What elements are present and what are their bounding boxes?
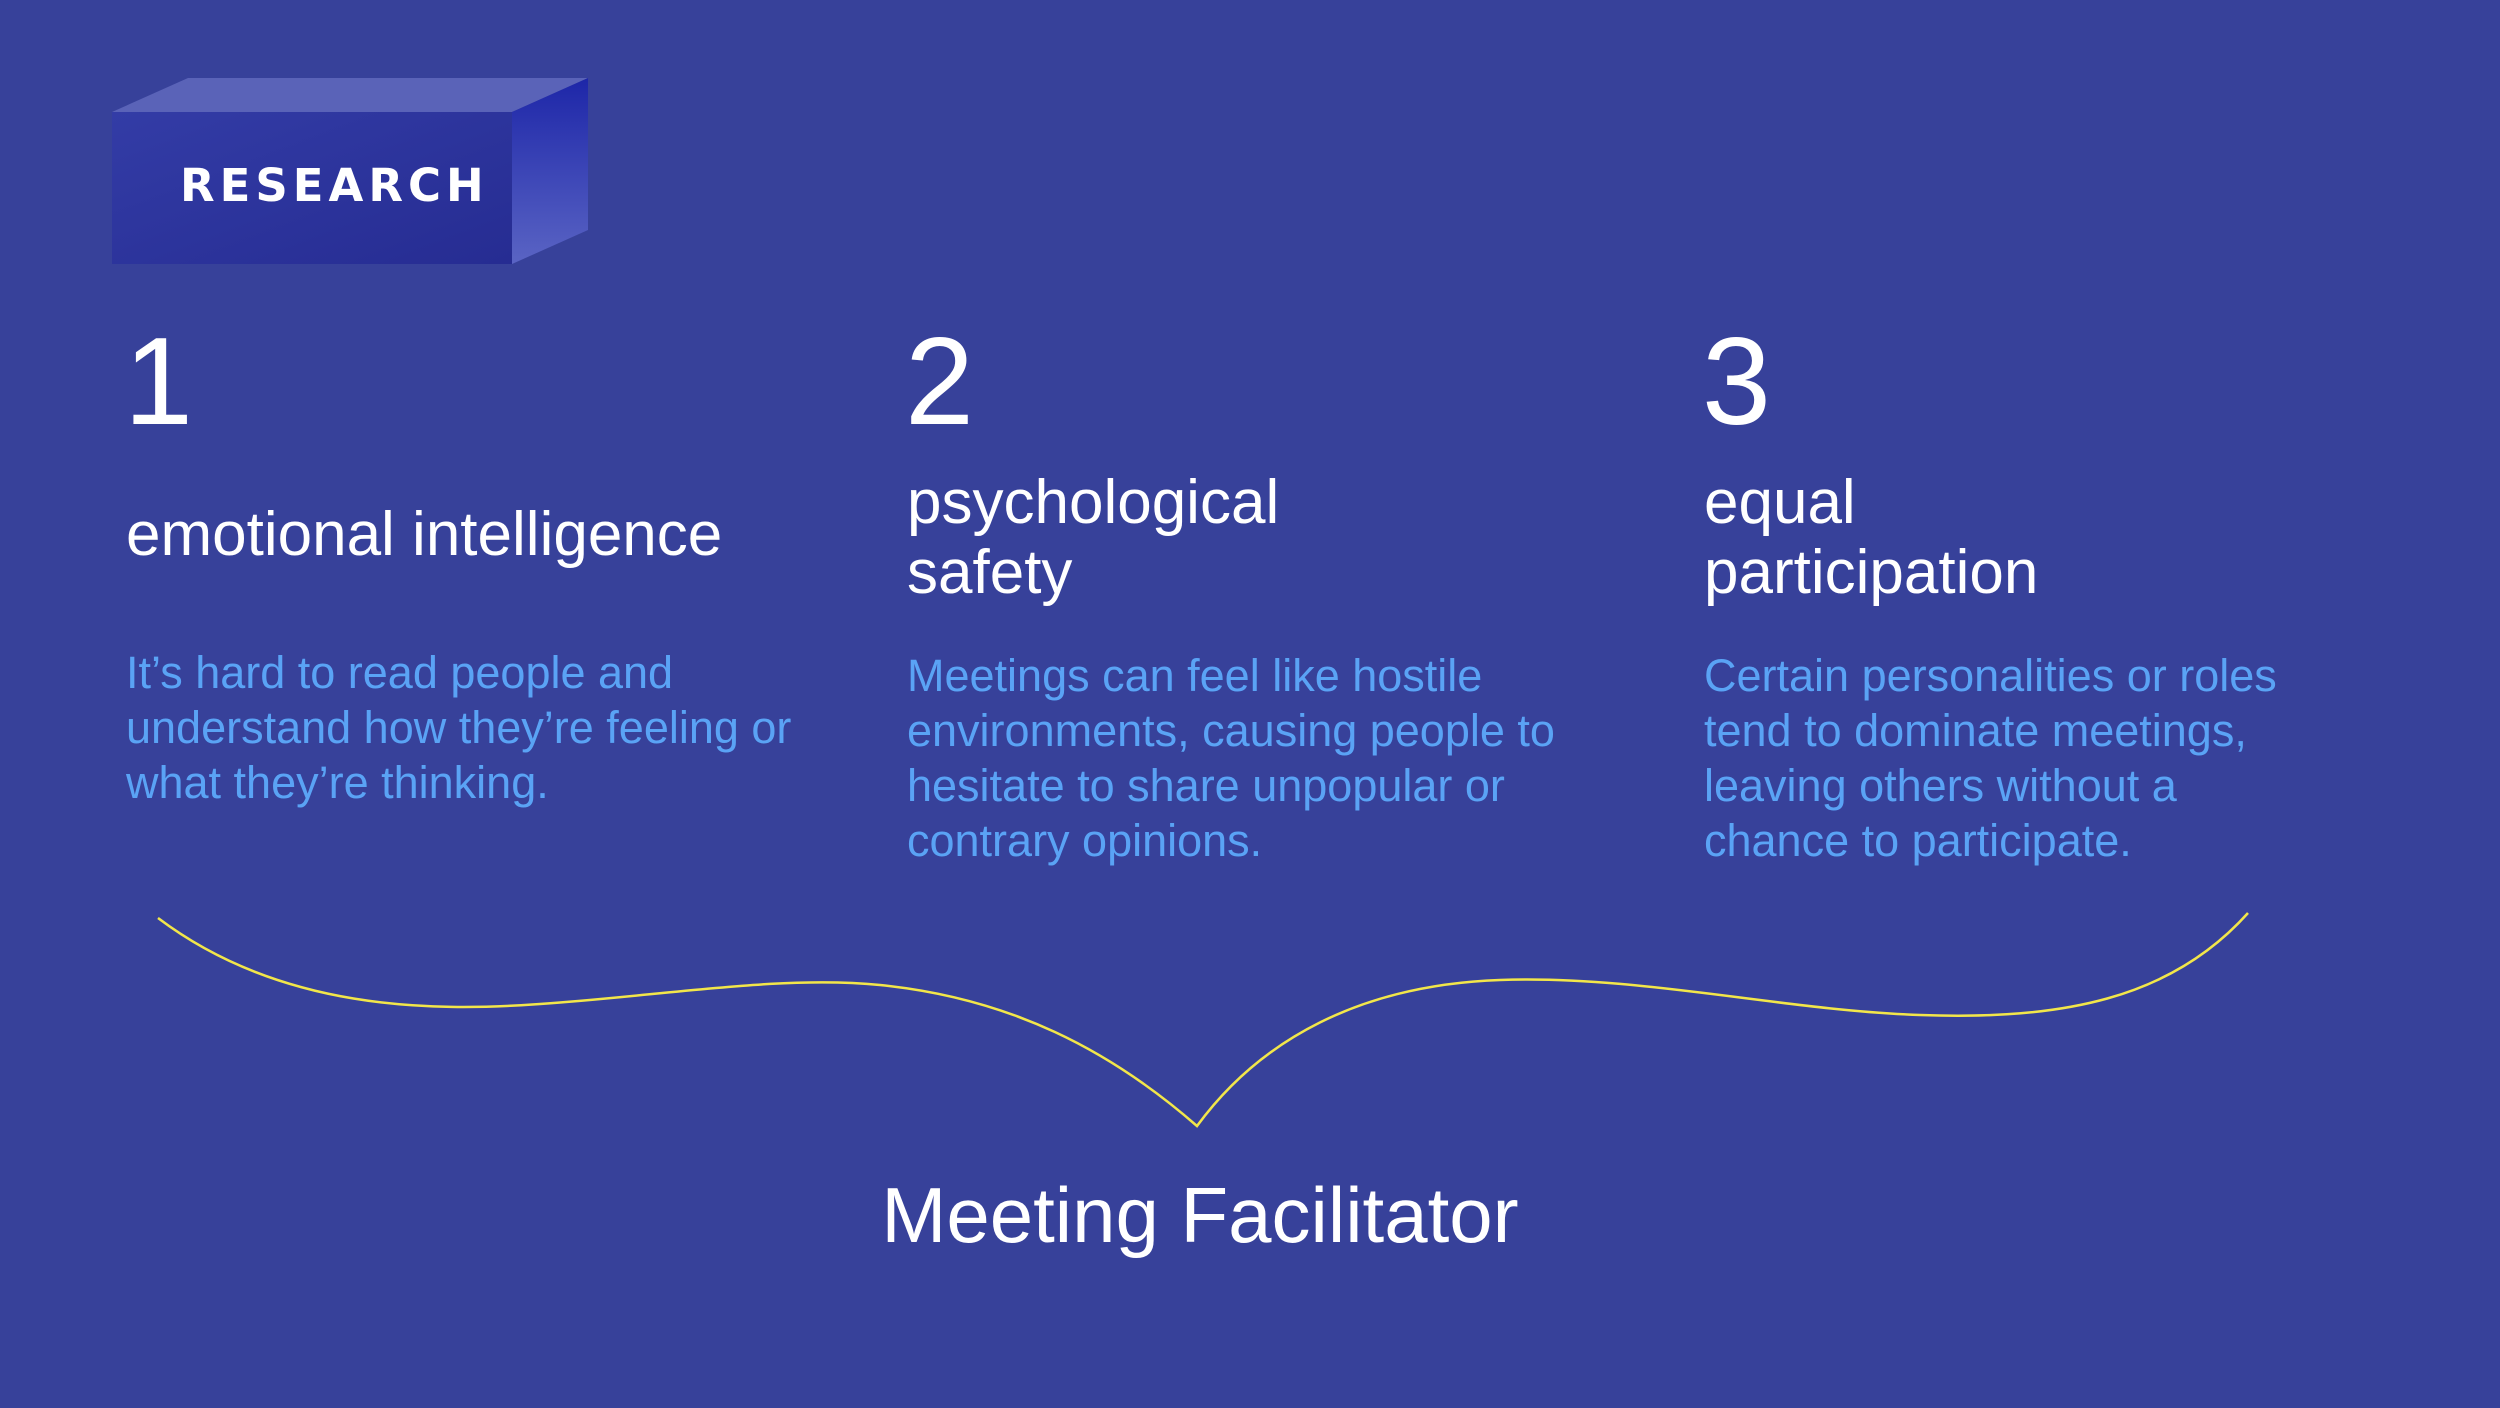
research-badge: RESEARCH: [112, 78, 590, 264]
point-heading: psychological safety: [907, 468, 1280, 607]
point-number: 2: [905, 313, 974, 451]
meeting-facilitator-label: Meeting Facilitator: [881, 1171, 1519, 1259]
badge-block-shape: [112, 78, 588, 264]
badge-label: RESEARCH: [180, 159, 489, 212]
point-description: It’s hard to read people and understand …: [126, 647, 792, 808]
point-heading: emotional intelligence: [126, 500, 723, 569]
point-number: 1: [124, 313, 193, 451]
point-number: 3: [1702, 313, 1771, 451]
point-description: Certain personalities or roles tend to d…: [1704, 650, 2277, 866]
point-description: Meetings can feel like hostile environme…: [907, 650, 1555, 866]
point-heading: equal participation: [1704, 468, 2039, 607]
